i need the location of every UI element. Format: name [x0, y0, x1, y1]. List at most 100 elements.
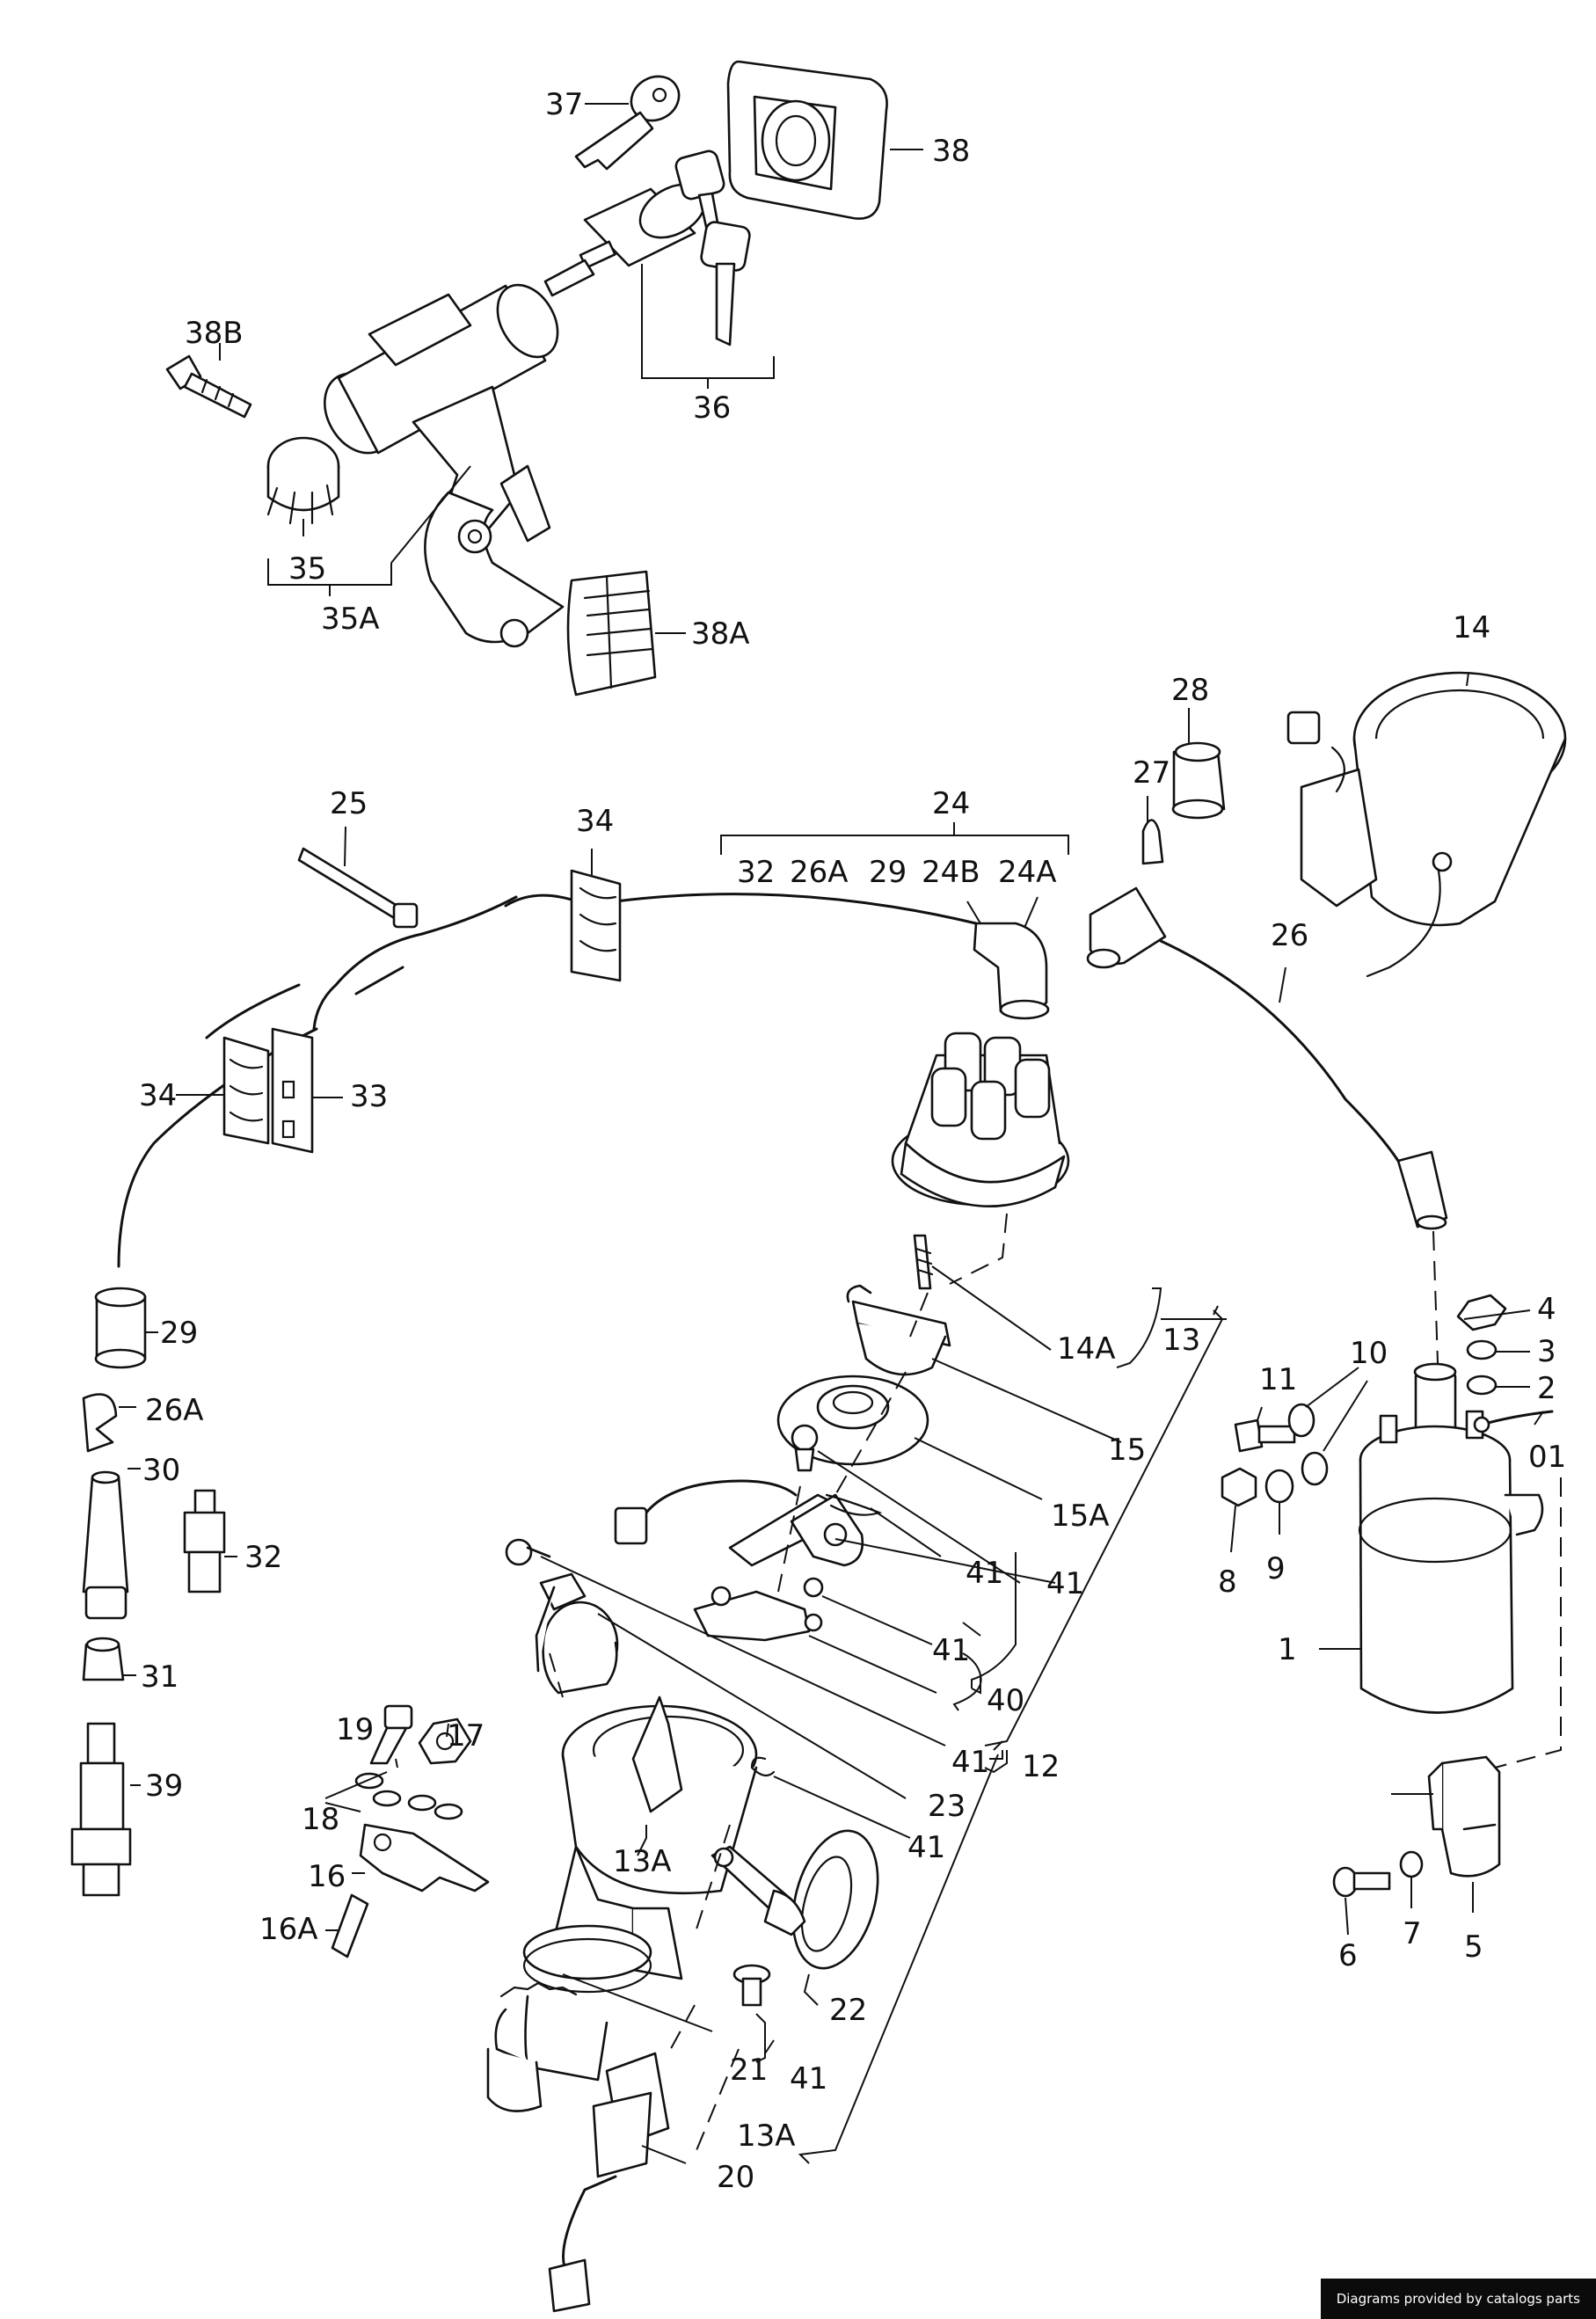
part-16-clamp	[359, 1823, 490, 1892]
label-40: 40	[987, 1683, 1024, 1718]
ignition-lock-group	[165, 60, 923, 696]
label-4: 4	[1537, 1292, 1556, 1327]
label-10: 10	[1350, 1336, 1388, 1371]
label-39: 39	[145, 1768, 183, 1804]
label-41-d: 41	[951, 1745, 989, 1780]
part-40-contact-breaker	[693, 1493, 864, 1642]
label-7: 7	[1403, 1916, 1422, 1951]
label-30: 30	[142, 1453, 180, 1488]
label-2: 2	[1537, 1371, 1556, 1406]
label-01: 01	[1528, 1440, 1566, 1475]
part-connector-plug	[614, 1506, 648, 1545]
label-32-top: 32	[737, 855, 775, 890]
label-35a: 35A	[321, 602, 380, 637]
label-3: 3	[1537, 1334, 1556, 1369]
alignment-lines	[549, 1213, 1562, 2155]
part-30-plug-connector	[82, 1470, 129, 1620]
part-28-connector	[1171, 741, 1226, 820]
part-39-spark-plug	[70, 1722, 132, 1897]
part-31-plug-cap	[82, 1637, 125, 1681]
label-41-f: 41	[790, 2061, 827, 2097]
part-35a-steering-lock-housing	[324, 283, 565, 648]
part-34-lead-holder-left	[222, 1036, 270, 1145]
part-5-connector	[1427, 1755, 1501, 1878]
label-25: 25	[330, 786, 368, 821]
label-38: 38	[932, 134, 970, 169]
label-16: 16	[308, 1859, 346, 1894]
part-16a-stud	[331, 1893, 369, 1958]
label-19: 19	[336, 1712, 374, 1747]
part-labels: 37 38 38B 36 35 35A 38A 14 28 27 25 34 2…	[139, 87, 1566, 2195]
label-23: 23	[928, 1789, 966, 1824]
label-41-a: 41	[966, 1556, 1003, 1591]
label-13a-bottom: 13A	[737, 2118, 796, 2154]
label-14: 14	[1453, 610, 1490, 645]
label-32-left: 32	[244, 1540, 282, 1575]
part-33-bracket	[271, 1027, 314, 1154]
label-24b: 24B	[922, 855, 980, 890]
part-34-lead-holder-top	[570, 869, 622, 982]
label-17: 17	[447, 1718, 485, 1754]
part-9-lock-washer	[1264, 1469, 1294, 1504]
label-29-top: 29	[869, 855, 907, 890]
label-8: 8	[1218, 1564, 1237, 1600]
part-26a-clip-left	[82, 1393, 118, 1453]
part-10-washers	[1287, 1403, 1329, 1486]
part-19-bolt	[369, 1704, 413, 1765]
label-11: 11	[1259, 1362, 1297, 1397]
part-18-washers	[354, 1772, 463, 1820]
label-26: 26	[1271, 918, 1308, 953]
label-38b: 38B	[185, 316, 244, 351]
part-24a-plug-boot	[973, 922, 1050, 1020]
label-18: 18	[302, 1802, 339, 1837]
part-35-ignition-switch	[266, 436, 340, 525]
part-26-coil-lead-boot	[1086, 886, 1448, 1230]
part-14-shield	[1286, 671, 1567, 978]
label-21: 21	[730, 2053, 768, 2088]
label-36: 36	[693, 390, 731, 426]
part-22-vacuum-unit	[711, 1829, 879, 1970]
label-41-b: 41	[1046, 1566, 1084, 1601]
part-20-sensor	[548, 2052, 670, 2313]
part-7-washer	[1399, 1850, 1424, 1878]
label-41-c: 41	[932, 1633, 970, 1668]
distributor-group	[331, 1032, 1070, 2313]
part-41-screw-a	[791, 1424, 819, 1472]
label-22: 22	[829, 1993, 867, 2028]
label-37: 37	[545, 87, 583, 122]
ignition-lead-group	[70, 671, 1567, 1897]
part-32-suppressor	[183, 1489, 226, 1593]
label-26a-top: 26A	[790, 855, 849, 890]
part-15-rotor	[846, 1284, 951, 1376]
label-24: 24	[932, 786, 970, 821]
part-23-condenser	[505, 1538, 619, 1695]
part-2-washer	[1466, 1375, 1498, 1396]
label-38a: 38A	[691, 616, 750, 652]
label-14a: 14A	[1057, 1331, 1116, 1367]
part-38b-screw	[165, 354, 252, 419]
part-38-trim-plate	[726, 60, 888, 220]
part-25-cable-tie	[297, 847, 419, 929]
part-6-screw	[1332, 1866, 1391, 1898]
part-17-nut	[418, 1717, 472, 1765]
part-29-plug-boot-end	[94, 1287, 147, 1369]
label-27: 27	[1133, 755, 1170, 791]
ignition-coil-group	[1221, 1294, 1554, 1898]
part-8-nut	[1221, 1467, 1257, 1507]
part-36-lock-cylinder	[543, 149, 751, 346]
part-1-ignition-coil	[1358, 1362, 1544, 1714]
label-28: 28	[1171, 673, 1209, 708]
label-6: 6	[1338, 1938, 1358, 1973]
part-14a-carbon-brush	[913, 1234, 934, 1290]
label-41-e: 41	[907, 1830, 945, 1865]
label-31: 31	[141, 1659, 179, 1695]
label-15a: 15A	[1051, 1499, 1110, 1534]
label-1: 1	[1278, 1632, 1297, 1667]
label-24a: 24A	[998, 855, 1057, 890]
label-33: 33	[350, 1079, 388, 1114]
part-3-lock-washer	[1466, 1339, 1498, 1360]
part-13a-distributor-housing	[486, 1695, 758, 2112]
part-41-screw-b	[732, 1964, 771, 2007]
part-38a-bracket	[566, 570, 657, 696]
